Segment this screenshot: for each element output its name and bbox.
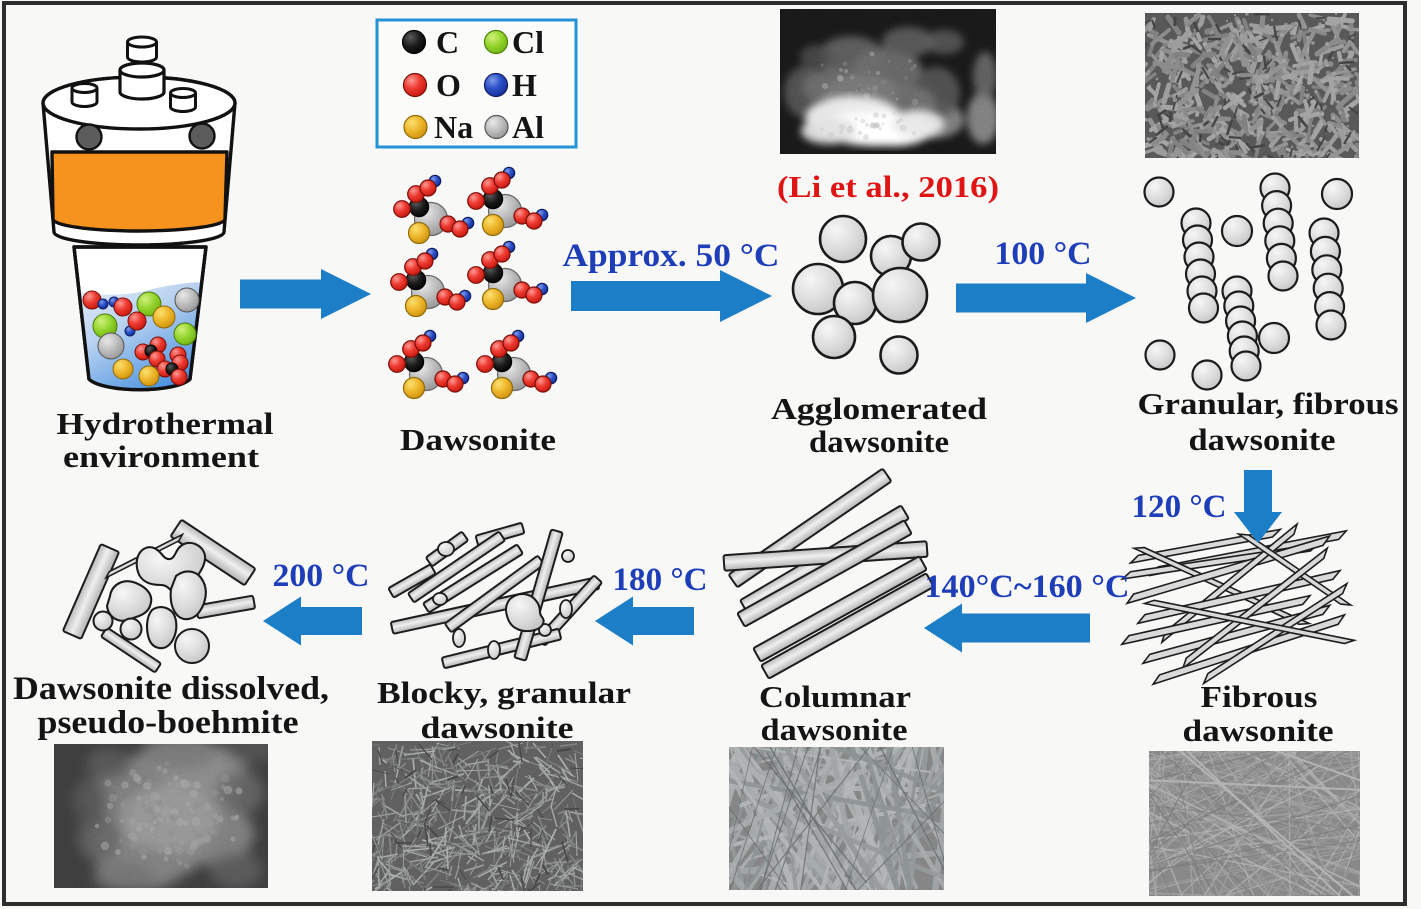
svg-text:140°C~160 °C: 140°C~160 °C xyxy=(925,569,1130,605)
svg-text:Hydrothermal: Hydrothermal xyxy=(57,406,274,441)
svg-text:Cl: Cl xyxy=(512,24,544,60)
svg-text:H: H xyxy=(512,67,537,103)
svg-text:180 °C: 180 °C xyxy=(613,562,708,598)
svg-text:(Li et al., 2016): (Li et al., 2016) xyxy=(777,169,999,204)
svg-text:Dawsonite: Dawsonite xyxy=(400,422,556,457)
svg-text:C: C xyxy=(436,24,459,60)
svg-text:Granular, fibrous: Granular, fibrous xyxy=(1138,386,1399,421)
svg-text:100 °C: 100 °C xyxy=(995,236,1092,272)
svg-text:environment: environment xyxy=(63,439,260,474)
svg-text:dawsonite: dawsonite xyxy=(1189,422,1336,457)
svg-text:Agglomerated: Agglomerated xyxy=(771,391,987,426)
svg-text:Dawsonite dissolved,: Dawsonite dissolved, xyxy=(13,671,329,707)
svg-text:dawsonite: dawsonite xyxy=(761,712,908,747)
svg-text:dawsonite: dawsonite xyxy=(809,424,949,459)
svg-text:Approx. 50 °C: Approx. 50 °C xyxy=(563,238,780,274)
svg-text:Blocky, granular: Blocky, granular xyxy=(377,675,631,710)
svg-text:Na: Na xyxy=(434,109,473,145)
svg-text:Al: Al xyxy=(512,109,544,145)
svg-text:Fibrous: Fibrous xyxy=(1201,679,1318,714)
svg-text:pseudo-boehmite: pseudo-boehmite xyxy=(38,705,299,741)
svg-text:dawsonite: dawsonite xyxy=(1183,713,1334,748)
svg-text:Columnar: Columnar xyxy=(759,679,911,714)
svg-text:dawsonite: dawsonite xyxy=(421,710,574,745)
svg-text:O: O xyxy=(436,67,461,103)
svg-text:200 °C: 200 °C xyxy=(273,558,370,594)
svg-text:120 °C: 120 °C xyxy=(1132,489,1227,525)
